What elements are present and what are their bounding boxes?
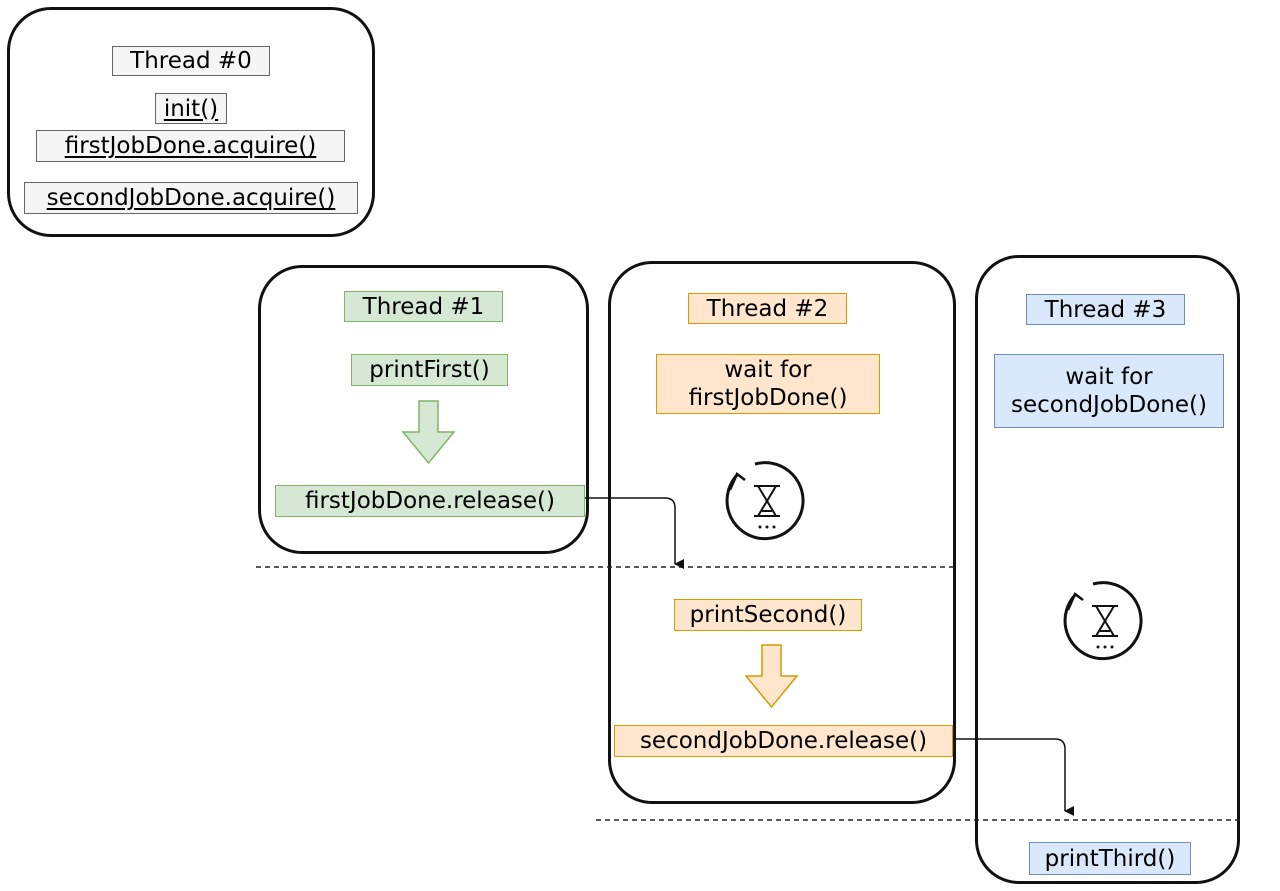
connector-arrow-icon xyxy=(953,738,1074,816)
down-arrow-icon xyxy=(744,644,799,709)
thread-2-title: Thread #2 xyxy=(688,293,847,324)
thread-3-title: Thread #3 xyxy=(1026,294,1185,325)
thread-0-first-acquire: firstJobDone.acquire() xyxy=(36,130,345,162)
connector-arrow-icon xyxy=(585,497,684,569)
thread-1-title: Thread #1 xyxy=(344,291,503,322)
hourglass-wait-icon xyxy=(1063,581,1143,661)
thread-0-title: Thread #0 xyxy=(112,46,270,76)
thread-0-second-acquire: secondJobDone.acquire() xyxy=(24,182,358,214)
thread-1-print-first: printFirst() xyxy=(351,354,508,386)
thread-3-wait-box: wait for secondJobDone() xyxy=(994,354,1224,428)
thread-2-second-release: secondJobDone.release() xyxy=(614,725,953,757)
thread-2-panel xyxy=(608,261,956,804)
hourglass-wait-icon xyxy=(725,461,805,541)
thread-3-print-third: printThird() xyxy=(1029,842,1191,875)
down-arrow-icon xyxy=(401,400,456,465)
thread-0-init: init() xyxy=(155,93,227,124)
thread-2-print-second: printSecond() xyxy=(674,599,862,631)
thread-1-first-release: firstJobDone.release() xyxy=(275,485,585,517)
thread-2-wait-box: wait for firstJobDone() xyxy=(656,354,880,414)
